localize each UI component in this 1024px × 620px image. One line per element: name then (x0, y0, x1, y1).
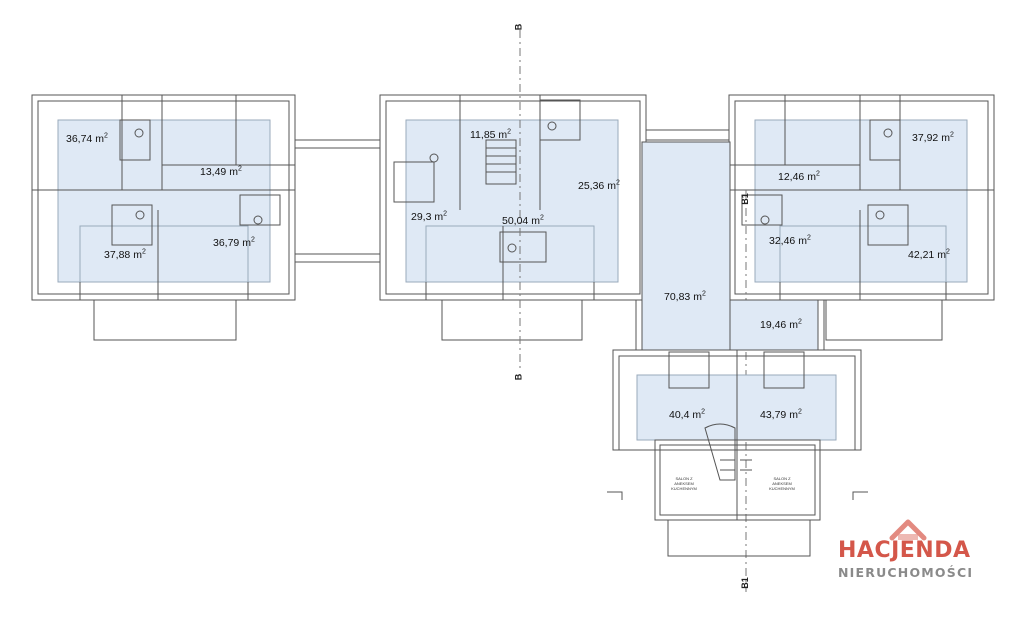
room-area-label: 11,85 m2 (470, 128, 512, 141)
room-area-label: 43,79 m2 (760, 408, 802, 421)
left-building (31, 94, 296, 341)
section-mark-b1-mid: B1 (739, 193, 750, 205)
room-area-label: 50,04 m2 (502, 214, 544, 227)
right-building (728, 94, 995, 341)
bottom-block (607, 349, 868, 557)
connector-block (635, 129, 825, 351)
room-area-label: 36,74 m2 (66, 132, 108, 145)
room-area-label: 36,79 m2 (213, 236, 255, 249)
room-area-label: 13,49 m2 (200, 165, 242, 178)
room-area-label: 40,4 m2 (669, 408, 706, 421)
room-area-label: 25,36 m2 (578, 179, 620, 192)
brand-subtitle: NIERUCHOMOŚCI (838, 565, 974, 580)
room-area-label: 70,83 m2 (664, 290, 706, 303)
brand-name: HACJENDA (838, 538, 971, 563)
room-area-label: 12,46 m2 (778, 170, 820, 183)
house-logo-icon (889, 519, 927, 541)
middle-building (379, 94, 647, 341)
room-area-label: 32,46 m2 (769, 234, 811, 247)
room-area-label: 29,3 m2 (411, 210, 448, 223)
section-mark-b-top: B (513, 23, 524, 31)
room-area-label: 37,88 m2 (104, 248, 146, 261)
section-mark-b1-bottom: B1 (739, 577, 750, 589)
room-area-label: 19,46 m2 (760, 318, 802, 331)
section-mark-b-bottom: B (513, 373, 524, 381)
room-area-label: 42,21 m2 (908, 248, 950, 261)
room-area-label: 37,92 m2 (912, 131, 954, 144)
